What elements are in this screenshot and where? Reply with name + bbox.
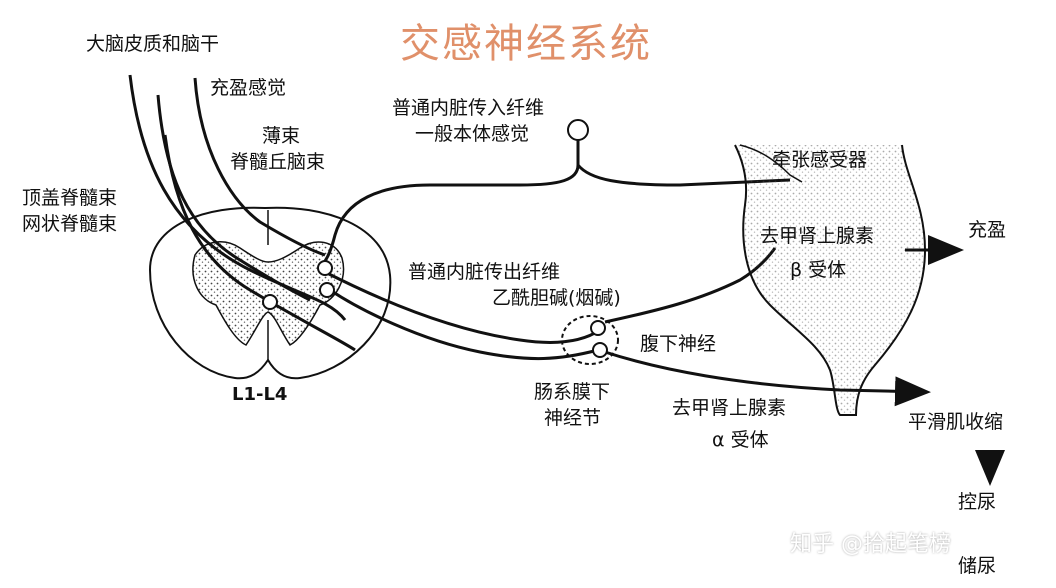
label-beta-receptor: β 受体 — [790, 258, 846, 282]
label-norepi-beta: 去甲肾上腺素 — [760, 224, 874, 248]
label-hypogastric-nerve: 腹下神经 — [640, 332, 716, 356]
label-cerebrum-brainstem: 大脑皮质和脑干 — [86, 32, 219, 56]
afferent-fiber — [320, 140, 790, 268]
label-visceral-afferent: 普通内脏传入纤维 — [392, 96, 544, 120]
label-filling: 充盈 — [968, 218, 1006, 242]
label-spinothalamic: 脊髓丘脑束 — [230, 150, 325, 174]
label-norepi-alpha: 去甲肾上腺素 — [672, 396, 786, 420]
label-stretch-receptor: 牵张感受器 — [772, 148, 867, 172]
label-tectospinal: 顶盖脊髓束 — [22, 186, 117, 210]
label-somatic-sense: 一般本体感觉 — [415, 122, 529, 146]
label-smooth-muscle: 平滑肌收缩 — [908, 410, 1003, 434]
diagram-title: 交感神经系统 — [400, 18, 652, 70]
label-alpha-receptor: α 受体 — [712, 428, 769, 452]
label-filling-sense: 充盈感觉 — [210, 76, 286, 100]
watermark: 知乎 @拾起笔榜 — [790, 526, 951, 558]
label-urine-storage: 储尿 — [958, 554, 996, 578]
label-visceral-efferent: 普通内脏传出纤维 — [408, 260, 560, 284]
spinal-cord-section — [150, 208, 390, 379]
afferent-neuron-body — [568, 120, 588, 140]
label-reticulospinal: 网状脊髓束 — [22, 212, 117, 236]
label-mesenteric-ganglion-1: 肠系膜下 — [534, 380, 610, 404]
label-mesenteric-ganglion-2: 神经节 — [544, 406, 601, 430]
label-segment: L1-L4 — [232, 384, 287, 405]
label-thin-bundle: 薄束 — [262, 124, 300, 148]
label-acetylcholine: 乙酰胆碱(烟碱) — [492, 286, 621, 310]
label-urine-control: 控尿 — [958, 490, 996, 514]
